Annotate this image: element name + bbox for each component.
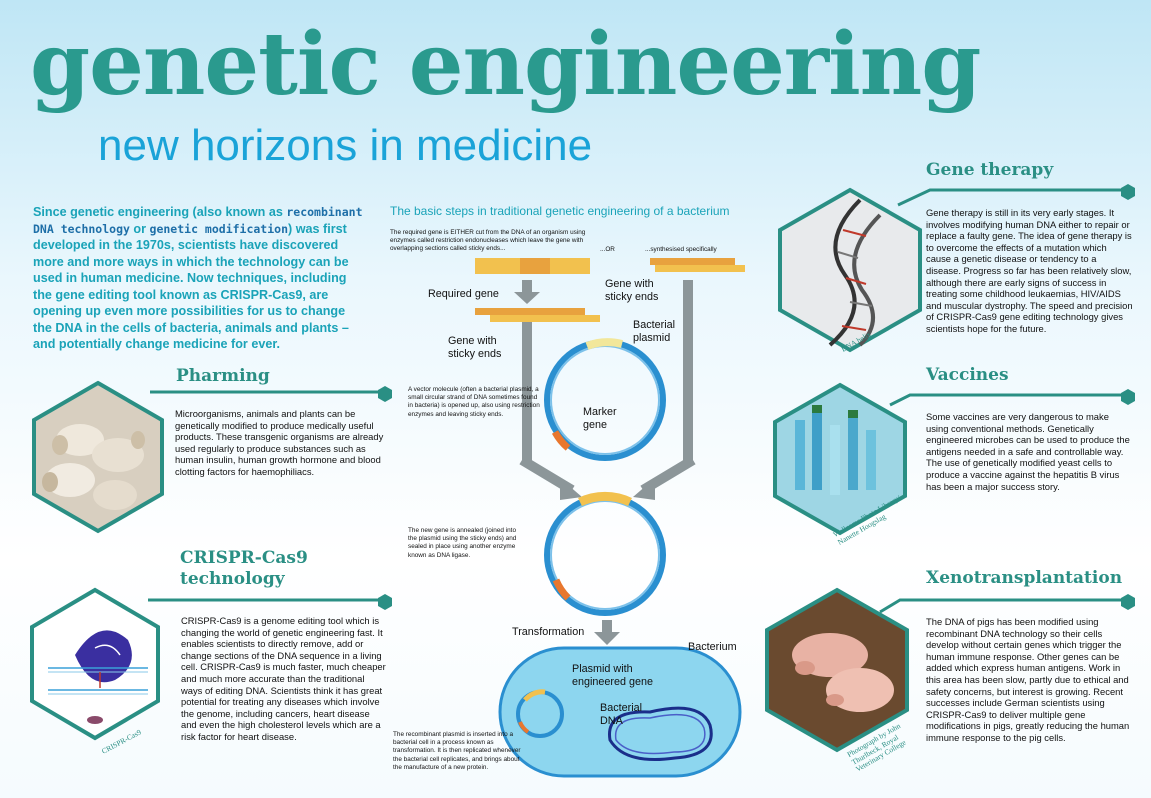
bacterium-cell (498, 646, 742, 778)
synth-text: ...synthesised specifically (645, 246, 717, 253)
intro-keyword-genetic-modification: genetic modification (149, 221, 289, 236)
vaccines-lab-image (773, 382, 907, 536)
bacterial-plasmid-label: Bacterial plasmid (633, 319, 676, 344)
vaccines-text: Some vaccines are very dangerous to make… (926, 411, 1130, 492)
xeno-connector-line (879, 598, 1125, 614)
gene-therapy-hex-dot (1121, 184, 1135, 200)
gene-therapy-connector-line (897, 188, 1125, 207)
crispr-hex-dot (378, 594, 392, 610)
bacterial-dna-label: Bacterial DNA (600, 702, 643, 727)
diagram-gene-bars (475, 258, 745, 322)
diagram-arrows (514, 280, 696, 645)
intro-part3: ) was first developed in the 1970s, scie… (33, 221, 349, 352)
pharming-hex-dot (378, 386, 392, 402)
gene-therapy-text: Gene therapy is still in its very early … (926, 207, 1133, 334)
vaccines-hex-dot (1121, 389, 1135, 405)
xeno-title: Xenotransplantation (926, 568, 1123, 588)
pharming-text: Microorganisms, animals and plants can b… (175, 408, 384, 477)
vector-text: A vector molecule (often a bacterial pla… (408, 386, 540, 418)
crispr-title-line2: technology (180, 569, 285, 589)
xeno-hex-dot (1121, 594, 1135, 610)
plasmid-engineered-label: Plasmid with engineered gene (572, 663, 654, 688)
recombinant-text: The recombinant plasmid is inserted into… (393, 731, 521, 771)
page-subtitle: new horizons in medicine (98, 121, 593, 170)
gene-sticky-right-label: Gene with sticky ends (605, 278, 659, 303)
bacterial-plasmid-1 (544, 338, 666, 461)
vaccines-connector-line (889, 393, 1125, 407)
crispr-title-line1: CRISPR-Cas9 (180, 548, 308, 568)
pharming-sheep-image (32, 380, 164, 534)
anneal-text: The new gene is annealed (joined into th… (408, 527, 517, 559)
pharming-title: Pharming (176, 366, 270, 386)
transformation-label: Transformation (512, 626, 585, 638)
page-title: genetic engineering (30, 14, 981, 115)
or-text: ...OR (600, 246, 615, 253)
vaccines-title: Vaccines (926, 365, 1009, 385)
dna-helix-image (778, 187, 922, 353)
step1-text: The required gene is EITHER cut from the… (390, 229, 586, 253)
marker-gene-label: Marker gene (583, 406, 617, 431)
crispr-text: CRISPR-Cas9 is a genome editing tool whi… (181, 615, 386, 742)
recombinant-plasmid (544, 491, 666, 616)
required-gene-label: Required gene (428, 288, 499, 300)
intro-paragraph: Since genetic engineering (also known as… (33, 204, 363, 353)
xeno-pig-image (765, 587, 909, 753)
bacterium-label: Bacterium (688, 641, 737, 653)
intro-keyword-recombinant: recombinant DNA technology (33, 205, 363, 236)
crispr-diagram-image (30, 587, 160, 741)
intro-part2: or (129, 221, 150, 236)
intro-part1: Since genetic engineering (also known as (33, 205, 287, 219)
gene-sticky-left-label: Gene with sticky ends (448, 335, 502, 360)
xeno-text: The DNA of pigs has been modified using … (926, 616, 1130, 743)
diagram-heading: The basic steps in traditional genetic e… (390, 204, 730, 218)
gene-therapy-title: Gene therapy (926, 160, 1054, 180)
